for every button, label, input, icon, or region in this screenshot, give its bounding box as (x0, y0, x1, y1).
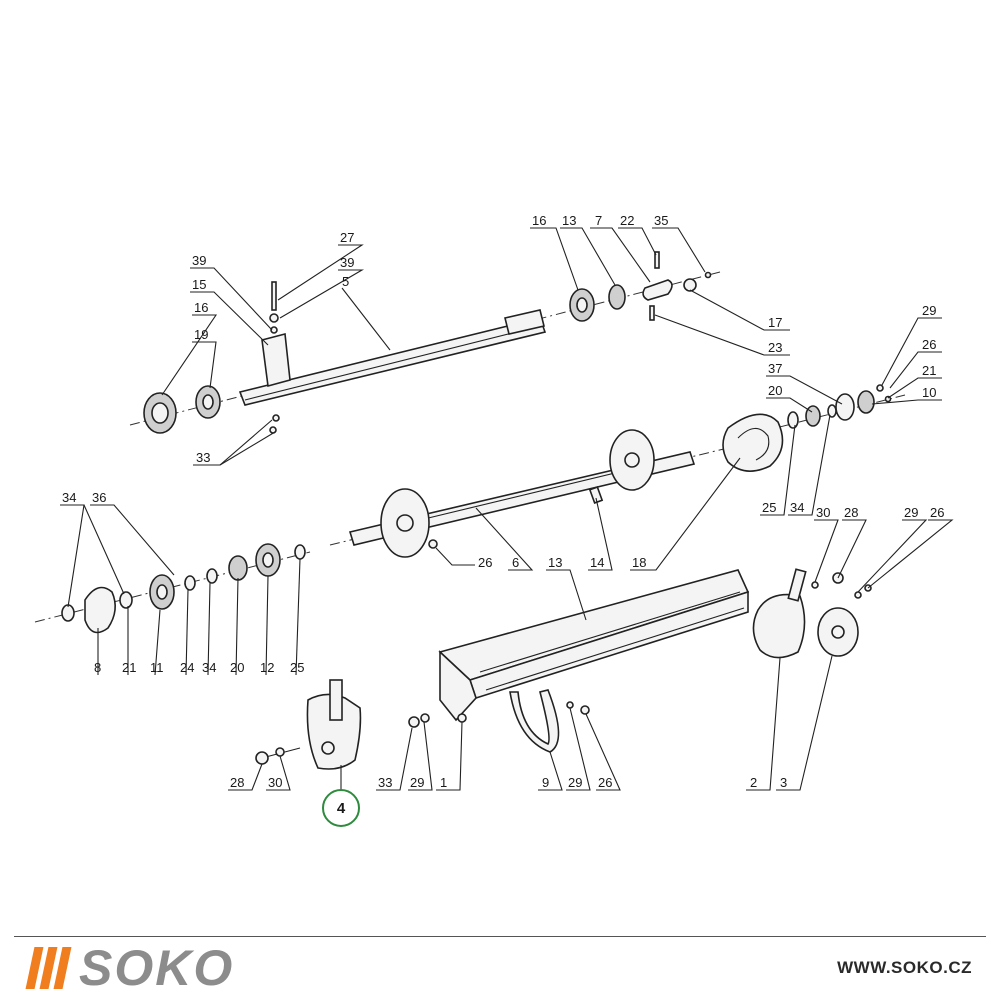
logo-stripe (53, 947, 72, 989)
leader-lines (60, 227, 954, 791)
part-label: 34 (62, 490, 76, 505)
main-shaft-assembly (329, 413, 784, 558)
part-label: 25 (762, 500, 776, 515)
part-label: 20 (768, 383, 782, 398)
part-label: 21 (922, 363, 936, 378)
highlighted-part-label: 4 (337, 800, 346, 817)
side-plate-parts (752, 568, 872, 659)
footer-divider (14, 936, 986, 937)
part-label: 29 (922, 303, 936, 318)
part-label: 3 (780, 775, 787, 790)
part-label: 2 (750, 775, 757, 790)
website-link[interactable]: WWW.SOKO.CZ (837, 958, 972, 977)
part-label: 33 (196, 450, 210, 465)
part-label: 17 (768, 315, 782, 330)
part-label: 24 (180, 660, 194, 675)
part-label: 35 (654, 213, 668, 228)
part-label: 14 (590, 555, 604, 570)
part-label: 16 (532, 213, 546, 228)
strap-part (509, 689, 560, 753)
logo-stripes-icon (25, 947, 72, 989)
part-label: 28 (230, 775, 244, 790)
part-label: 29 (568, 775, 582, 790)
part-label: 30 (268, 775, 282, 790)
part-label: 27 (340, 230, 354, 245)
part-label: 13 (548, 555, 562, 570)
part-label: 34 (790, 500, 804, 515)
part-label: 26 (478, 555, 492, 570)
plate-part-4 (255, 679, 362, 770)
part-labels: 27 39 39 15 5 16 19 33 16 13 7 22 35 17 … (62, 213, 944, 790)
part-label: 18 (632, 555, 646, 570)
part-label: 20 (230, 660, 244, 675)
part-label: 37 (768, 361, 782, 376)
brand-name: SOKO (79, 940, 235, 996)
part-label: 26 (922, 337, 936, 352)
comb-rake-assembly (438, 569, 750, 722)
soko-logo: SOKO (25, 940, 235, 996)
part-label: 12 (260, 660, 274, 675)
part-label: 21 (122, 660, 136, 675)
part-label: 8 (94, 660, 101, 675)
exploded-parts-diagram: 27 39 39 15 5 16 19 33 16 13 7 22 35 17 … (34, 213, 954, 827)
part-label: 19 (194, 327, 208, 342)
part-label: 10 (922, 385, 936, 400)
part-label: 7 (595, 213, 602, 228)
highlighted-part-marker: 4 (322, 789, 360, 827)
part-label: 28 (844, 505, 858, 520)
part-label: 29 (904, 505, 918, 520)
right-bearing-stack (759, 384, 906, 433)
part-label: 26 (598, 775, 612, 790)
upper-shaft-assembly (129, 251, 721, 434)
part-label: 9 (542, 775, 549, 790)
part-label: 15 (192, 277, 206, 292)
part-label: 6 (512, 555, 519, 570)
part-label: 29 (410, 775, 424, 790)
part-label: 5 (342, 274, 349, 289)
small-hardware (408, 701, 590, 728)
part-label: 22 (620, 213, 634, 228)
part-label: 23 (768, 340, 782, 355)
part-label: 30 (816, 505, 830, 520)
part-label: 36 (92, 490, 106, 505)
part-label: 25 (290, 660, 304, 675)
left-hub-stack (34, 543, 311, 634)
part-label: 13 (562, 213, 576, 228)
part-label: 33 (378, 775, 392, 790)
part-label: 1 (440, 775, 447, 790)
part-label: 11 (150, 660, 164, 675)
part-label: 34 (202, 660, 216, 675)
part-label: 16 (194, 300, 208, 315)
part-label: 26 (930, 505, 944, 520)
part-label: 39 (192, 253, 206, 268)
part-label: 39 (340, 255, 354, 270)
